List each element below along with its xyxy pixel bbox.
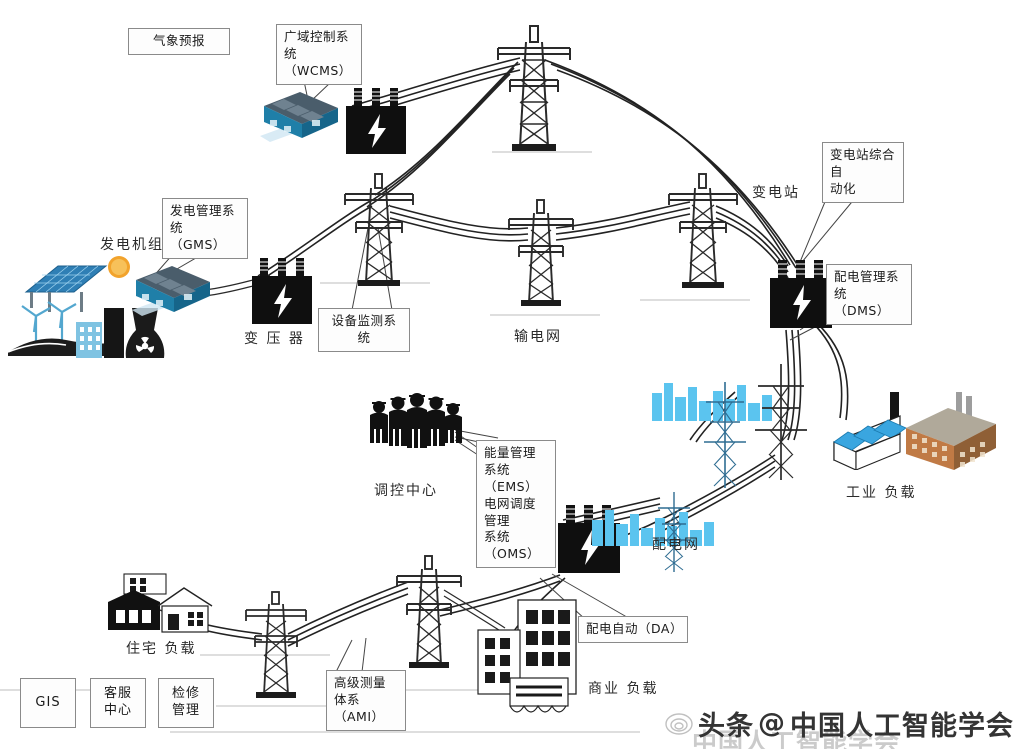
callout-generation-management-system[interactable]: 发电管理系统 （GMS）	[162, 198, 248, 259]
distribution-tower-icon-c	[654, 490, 694, 574]
label-commercial-load: 商业 负载	[588, 681, 659, 697]
transformer-icon-generation	[250, 258, 316, 326]
houses-icon	[104, 572, 220, 636]
watermark: 头条 @ 中国人工智能学会 中国人工智能学会	[664, 704, 1014, 749]
box-customer-service-center[interactable]: 客服 中心	[90, 678, 146, 728]
callout-advanced-metering-infrastructure[interactable]: 高级测量体系 （AMI）	[326, 670, 406, 731]
label-residential-load: 住宅 负载	[126, 641, 197, 657]
distribution-tower-icon-bottom-mid	[392, 552, 466, 670]
label-dispatch-control-center: 调控中心	[374, 483, 438, 499]
transmission-tower-icon-mid-left	[340, 170, 418, 288]
callout-distribution-automation[interactable]: 配电自动（DA）	[578, 616, 688, 643]
transmission-tower-icon-mid-center	[504, 196, 578, 308]
label-industrial-load: 工业 负载	[846, 485, 917, 501]
callout-equipment-monitoring-system[interactable]: 设备监测系统	[318, 308, 410, 352]
factory-icon	[826, 390, 926, 470]
label-distribution-grid: 配电网	[652, 537, 700, 553]
callout-distribution-management-system[interactable]: 配电管理系统 （DMS）	[826, 264, 912, 325]
distribution-tower-icon-b	[752, 362, 810, 482]
transmission-tower-icon-top	[492, 22, 576, 152]
server-rack-icon-gms	[126, 258, 216, 320]
label-transformer: 变 压 器	[244, 331, 305, 347]
server-rack-icon-wcms	[254, 84, 344, 146]
watermark-prefix: 头条	[698, 711, 754, 742]
label-transmission-grid: 输电网	[514, 329, 562, 345]
transmission-tower-icon-mid-right	[664, 170, 742, 290]
box-gis[interactable]: GIS	[20, 678, 76, 728]
sun-icon	[104, 252, 134, 282]
label-generation-unit: 发电机组	[100, 237, 164, 253]
box-maintenance-management[interactable]: 检修 管理	[158, 678, 214, 728]
callout-substation-integrated-automation[interactable]: 变电站综合自 动化	[822, 142, 904, 203]
brick-building-icon	[900, 388, 1004, 474]
office-building-icon	[474, 598, 584, 726]
watermark-ghost: 中国人工智能学会	[692, 728, 901, 749]
distribution-tower-icon-bottom-left	[240, 588, 312, 700]
callout-weather-forecast[interactable]: 气象预报	[128, 28, 230, 55]
watermark-at: @	[758, 708, 786, 739]
label-substation: 变电站	[752, 185, 800, 201]
watermark-org: 中国人工智能学会	[790, 711, 1014, 742]
operators-group-icon	[366, 393, 462, 459]
nuclear-plant-icon	[76, 300, 186, 358]
transformer-icon-substation	[768, 260, 834, 330]
swirl-icon	[665, 712, 693, 735]
distribution-tower-icon-a	[700, 380, 750, 490]
transformer-icon-step-up	[344, 88, 410, 156]
callout-ems-oms[interactable]: 能量管理系统 （EMS） 电网调度管理 系统（OMS）	[476, 440, 556, 569]
callout-wide-area-control-system[interactable]: 广域控制系统 （WCMS）	[276, 24, 362, 85]
